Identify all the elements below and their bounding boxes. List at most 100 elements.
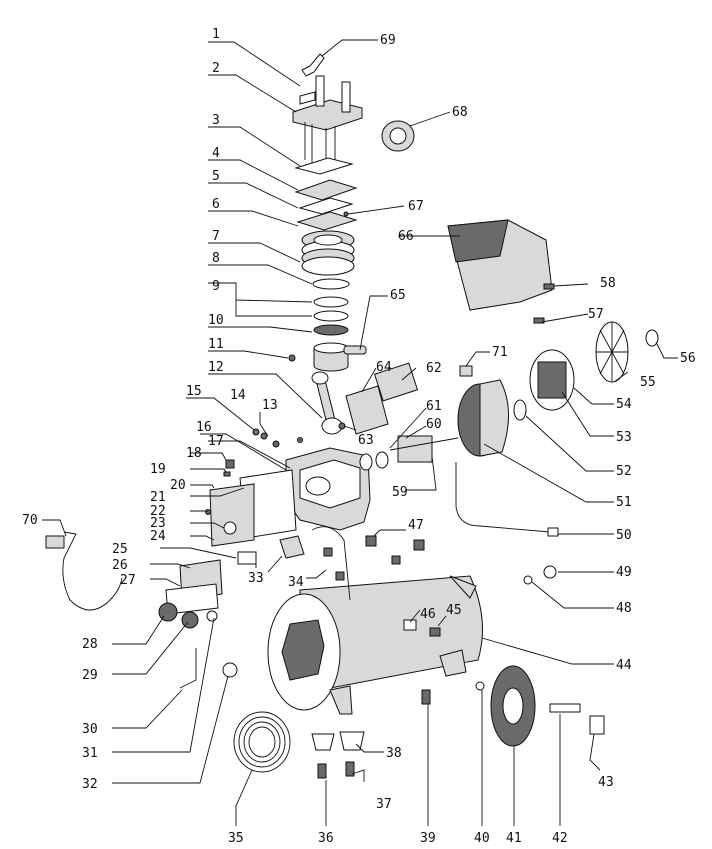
wheel-axle (549, 703, 605, 735)
part-label-29: 29 (82, 668, 98, 683)
part-label-71: 71 (492, 345, 508, 360)
part-label-51: 51 (616, 495, 632, 510)
part-label-15: 15 (186, 384, 202, 399)
part-label-52: 52 (616, 464, 632, 479)
cooling-fan (595, 321, 629, 383)
air-hose-coil (233, 711, 291, 773)
part-label-65: 65 (390, 288, 406, 303)
part-label-53: 53 (616, 430, 632, 445)
part-label-39: 39 (420, 831, 436, 846)
part-label-62: 62 (426, 361, 442, 376)
cylinder-head (292, 53, 363, 166)
part-label-25: 25 (112, 542, 128, 557)
part-labels: 1 2 3 4 5 6 7 8 9 10 11 12 13 14 15 16 1… (22, 27, 696, 846)
wheel (490, 665, 536, 747)
part-label-4: 4 (212, 146, 220, 161)
part-label-45: 45 (446, 603, 462, 618)
part-label-1: 1 (212, 27, 220, 42)
tank-fittings (403, 565, 557, 637)
part-label-26: 26 (112, 558, 128, 573)
part-label-37: 37 (376, 797, 392, 812)
fan-clip (645, 329, 659, 347)
part-label-59: 59 (392, 485, 408, 500)
leader-lines (42, 39, 678, 826)
part-label-54: 54 (616, 397, 632, 412)
power-cord (62, 531, 123, 611)
part-label-42: 42 (552, 831, 568, 846)
connecting-rod (311, 371, 343, 435)
part-label-56: 56 (680, 351, 696, 366)
part-label-67: 67 (408, 199, 424, 214)
part-label-23: 23 (150, 516, 166, 531)
part-label-34: 34 (288, 575, 304, 590)
part-label-48: 48 (616, 601, 632, 616)
pin-clip (288, 354, 296, 362)
crankcase-cover (209, 469, 297, 547)
part-label-38: 38 (386, 746, 402, 761)
part-label-17: 17 (208, 434, 224, 449)
air-tank (267, 575, 483, 715)
part-label-44: 44 (616, 658, 632, 673)
part-label-24: 24 (150, 529, 166, 544)
part-label-60: 60 (426, 417, 442, 432)
motor-end-bracket (529, 349, 575, 411)
stator (457, 379, 510, 457)
motor-bearing (513, 399, 527, 421)
part-label-30: 30 (82, 722, 98, 737)
part-label-16: 16 (196, 420, 212, 435)
part-label-49: 49 (616, 565, 632, 580)
part-label-41: 41 (506, 831, 522, 846)
foot-bolts (317, 681, 485, 779)
part-label-11: 11 (208, 337, 224, 352)
part-label-57: 57 (588, 307, 604, 322)
part-label-21: 21 (150, 490, 166, 505)
part-label-63: 63 (358, 433, 374, 448)
part-label-47: 47 (408, 518, 424, 533)
part-label-14: 14 (230, 388, 246, 403)
part-label-3: 3 (212, 113, 220, 128)
part-label-13: 13 (262, 398, 278, 413)
part-label-7: 7 (212, 229, 220, 244)
cover-screw (543, 283, 555, 290)
part-label-35: 35 (228, 831, 244, 846)
part-label-46: 46 (420, 607, 436, 622)
piston-rings (312, 278, 350, 336)
cable-clip (459, 365, 473, 377)
rotor (359, 435, 459, 471)
cylinder (301, 230, 355, 276)
part-label-70: 70 (22, 513, 38, 528)
manifold-fitting (237, 535, 305, 565)
part-label-32: 32 (82, 777, 98, 792)
part-label-22: 22 (150, 504, 166, 519)
crankcase (285, 447, 371, 531)
part-label-31: 31 (82, 746, 98, 761)
part-label-6: 6 (212, 197, 220, 212)
part-label-18: 18 (186, 446, 202, 461)
drain-nut (222, 662, 238, 678)
part-label-2: 2 (212, 61, 220, 76)
part-label-55: 55 (640, 375, 656, 390)
part-label-10: 10 (208, 313, 224, 328)
part-label-9: 9 (212, 279, 220, 294)
discharge-tube (311, 526, 351, 601)
part-label-36: 36 (318, 831, 334, 846)
pipe-nut (547, 527, 559, 537)
part-label-33: 33 (248, 571, 264, 586)
part-label-5: 5 (212, 169, 220, 184)
part-label-40: 40 (474, 831, 490, 846)
mount-bolts (323, 535, 425, 581)
part-label-69: 69 (380, 33, 396, 48)
motor-plate (345, 385, 389, 435)
part-label-43: 43 (598, 775, 614, 790)
part-label-27: 27 (120, 573, 136, 588)
cover-screw-2 (533, 317, 545, 324)
plug (45, 535, 65, 549)
air-pipe (455, 462, 551, 533)
part-label-19: 19 (150, 462, 166, 477)
part-label-8: 8 (212, 251, 220, 266)
part-label-12: 12 (208, 360, 224, 375)
part-label-61: 61 (426, 399, 442, 414)
part-label-66: 66 (398, 229, 414, 244)
part-label-58: 58 (600, 276, 616, 291)
piston-pin (343, 345, 367, 355)
